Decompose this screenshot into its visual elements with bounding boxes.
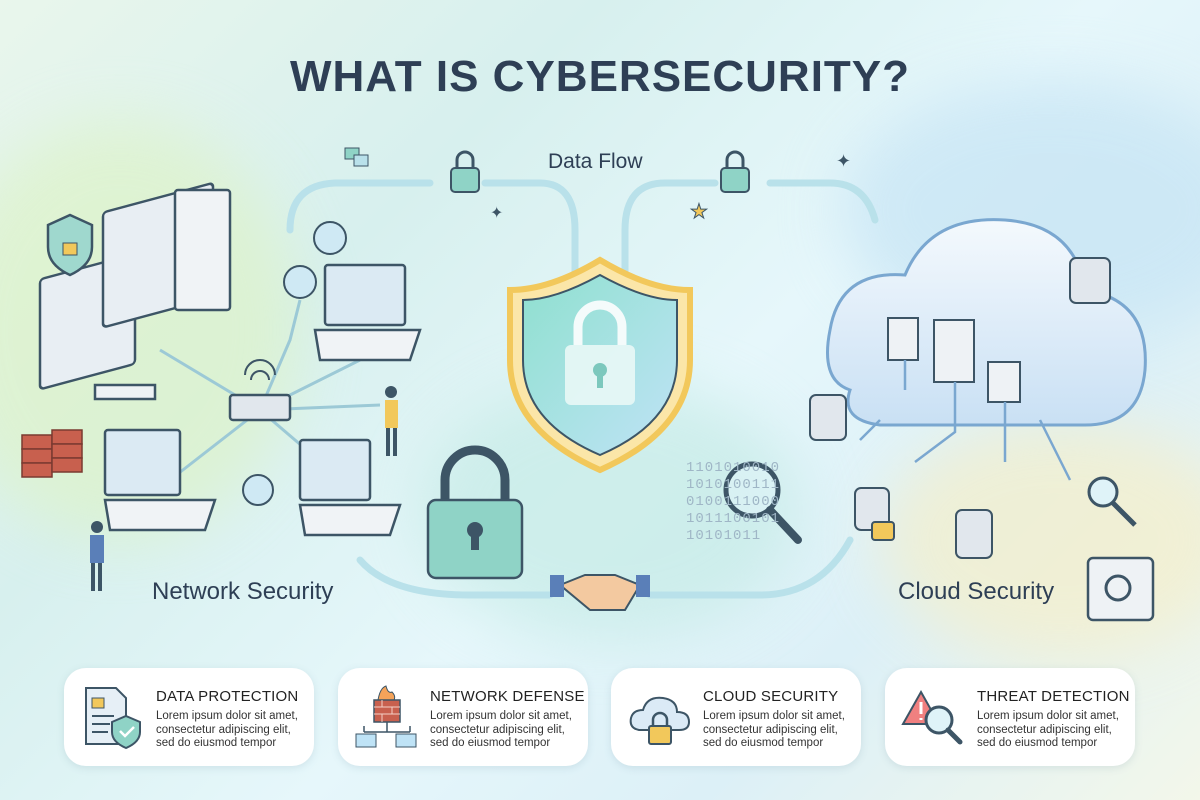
handshake-icon: [550, 574, 650, 611]
binary-row: 1010100111: [686, 477, 781, 493]
card-network-defense: NETWORK DEFENSE Lorem ipsum dolor sit am…: [338, 668, 588, 766]
magnifier-icon: [723, 461, 802, 544]
card-threat-detection: THREAT DETECTION Lorem ipsum dolor sit a…: [885, 668, 1135, 766]
binary-row: 1101010010: [686, 460, 781, 476]
laptop: [103, 263, 422, 537]
card-text: Lorem ipsum dolor sit amet, consectetur …: [430, 710, 572, 749]
user-avatar-icon: [242, 221, 347, 506]
page-title: WHAT IS CYBERSECURITY?: [289, 52, 911, 101]
cloud-connection-lines: [859, 360, 1072, 481]
binary-row: 10101011: [686, 528, 762, 544]
sparkle-icon: ✦: [490, 205, 503, 222]
cloud-icon: [826, 218, 1147, 427]
padlock-icon: [426, 445, 524, 580]
firewall-icon: [355, 685, 417, 748]
safe-icon: [1086, 556, 1155, 622]
network-security-label: Network Security: [152, 578, 334, 605]
card-title: CLOUD SECURITY: [703, 688, 839, 705]
flow-lock-icon: [720, 150, 750, 193]
person-figure: [90, 386, 398, 591]
data-flow-arrows: [286, 179, 879, 599]
card-text: Lorem ipsum dolor sit amet, consectetur …: [156, 710, 298, 749]
search-icon: [1087, 476, 1137, 527]
cloud-security-label: Cloud Security: [898, 578, 1055, 605]
card-text: Lorem ipsum dolor sit amet, consectetur …: [703, 710, 845, 749]
data-flow-label: Data Flow: [548, 150, 643, 173]
database-icon: [809, 257, 1111, 559]
warning-magnifier-icon: [901, 689, 963, 745]
small-lock-icon: [871, 521, 895, 541]
card-title: THREAT DETECTION: [977, 688, 1130, 705]
sparkle-icon: ✦: [836, 151, 851, 171]
star-icon: ★: [690, 201, 708, 223]
card-title: NETWORK DEFENSE: [430, 688, 585, 705]
desktop-monitor: [38, 182, 232, 401]
chat-icon: [344, 147, 369, 167]
card-data-protection: DATA PROTECTION Lorem ipsum dolor sit am…: [64, 668, 314, 766]
card-text: Lorem ipsum dolor sit amet, consectetur …: [977, 710, 1119, 749]
brick-wall-icon: [21, 429, 83, 478]
cloud-lock-icon: [629, 696, 691, 745]
document-shield-icon: [85, 687, 141, 750]
server-rack-icon: [887, 317, 1021, 403]
flow-lock-icon: [450, 150, 480, 193]
binary-data: 1101010010 1010100111 0100111000 1011100…: [686, 460, 780, 545]
card-title: DATA PROTECTION: [156, 688, 299, 705]
binary-row: 1011100101: [686, 511, 781, 527]
wifi-icon: [244, 359, 276, 381]
security-shield-icon: [507, 256, 693, 474]
router-icon: [228, 393, 292, 422]
shield-badge-icon: [46, 213, 94, 277]
binary-row: 0100111000: [686, 494, 781, 510]
card-cloud-security: CLOUD SECURITY Lorem ipsum dolor sit ame…: [611, 668, 861, 766]
